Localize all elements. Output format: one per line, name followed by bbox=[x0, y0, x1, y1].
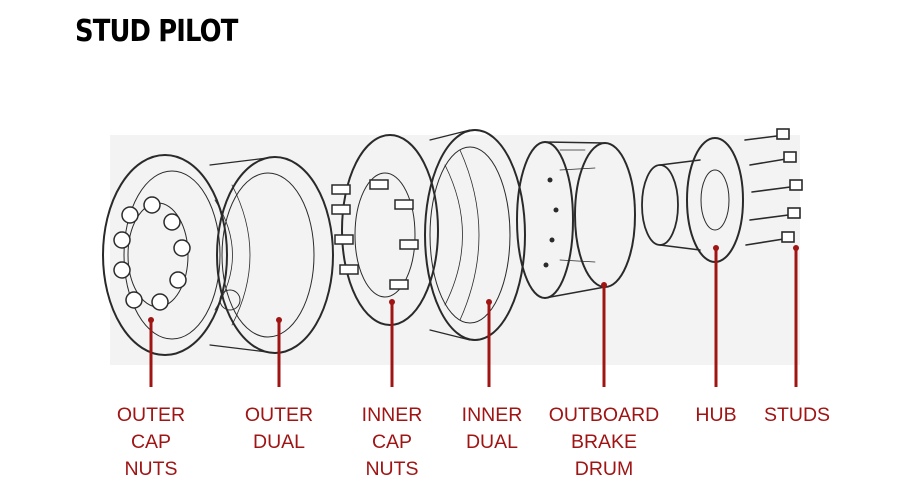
label-outer-cap-nuts: OUTER CAP NUTS bbox=[116, 404, 186, 480]
outer-dual-part bbox=[209, 156, 334, 354]
label-outboard-brake-drum: OUTBOARD BRAKE DRUM bbox=[548, 404, 660, 480]
label-outer-dual: OUTER DUAL bbox=[244, 404, 314, 453]
page-title: STUD PILOT bbox=[75, 14, 238, 49]
outer-cap-nuts-part bbox=[102, 154, 228, 356]
illustration-backdrop bbox=[110, 135, 800, 365]
label-studs: STUDS bbox=[763, 404, 831, 426]
label-inner-cap-nuts: INNER CAP NUTS bbox=[361, 404, 423, 480]
label-inner-dual: INNER DUAL bbox=[461, 404, 523, 453]
inner-dual-part bbox=[424, 129, 526, 341]
inner-cap-nuts-part bbox=[331, 134, 439, 326]
label-hub: HUB bbox=[695, 404, 737, 426]
studs-part bbox=[744, 128, 803, 246]
